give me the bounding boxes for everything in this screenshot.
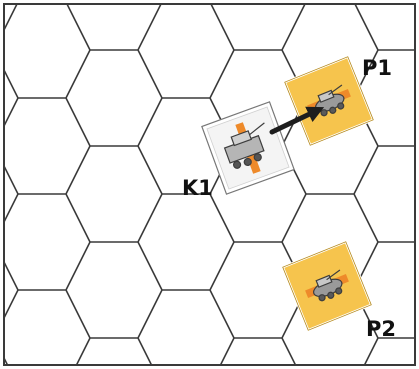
counter-label-p2: P2 [366, 317, 396, 341]
counter-label-p1: P1 [362, 56, 392, 80]
counter-label-k1: K1 [182, 176, 213, 200]
